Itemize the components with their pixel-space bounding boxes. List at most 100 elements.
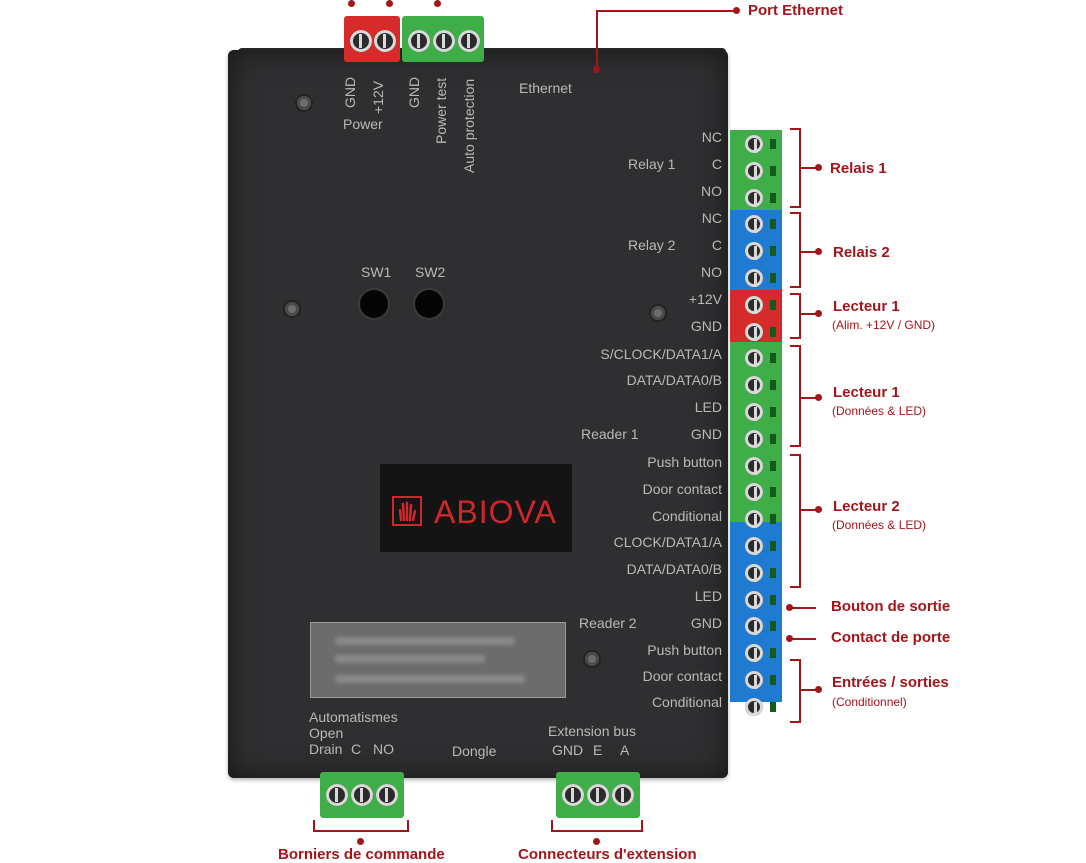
command-terminal-block <box>320 772 404 818</box>
sw1-button[interactable] <box>360 290 388 318</box>
terminal-screw-icon <box>745 188 763 207</box>
terminal-screw-icon <box>745 161 763 180</box>
callout-dot <box>786 635 793 642</box>
terminal-screw-icon <box>745 483 763 502</box>
terminal-screw-icon <box>745 510 763 529</box>
silk-c: C <box>351 741 362 757</box>
mounting-screw-icon <box>285 302 299 316</box>
terminal-tab <box>770 514 776 525</box>
terminal-screw-icon <box>745 671 763 689</box>
callout-dot <box>815 248 822 255</box>
screw-icon <box>408 30 430 52</box>
terminal-screw-icon <box>745 563 763 582</box>
silk-ethernet: Ethernet <box>519 80 572 96</box>
annotation-relais2: Relais 2 <box>833 244 890 261</box>
mounting-screw-icon <box>585 652 599 666</box>
terminal-tab <box>770 648 776 659</box>
pin-label: Door contact <box>642 481 722 497</box>
callout-dot <box>733 7 740 14</box>
pin-label: Push button <box>647 454 722 470</box>
pin-label: Conditional <box>651 508 722 524</box>
pin-label: LED <box>694 399 722 415</box>
screw-icon <box>376 784 398 806</box>
sw2-button[interactable] <box>415 290 443 318</box>
pin-label: C <box>711 237 722 253</box>
screw-icon <box>562 784 584 806</box>
terminal-tab <box>770 621 776 632</box>
terminal-tab <box>770 139 776 149</box>
terminal-screw-icon <box>745 135 763 153</box>
screw-icon <box>326 784 348 806</box>
mounting-screw-icon <box>297 96 311 110</box>
callout-line <box>596 10 736 12</box>
hand-logo-icon <box>392 496 422 526</box>
mounting-screw-icon <box>651 306 665 320</box>
pin-label: NC <box>701 129 722 145</box>
reader2-data-terminal-block <box>730 522 782 598</box>
callout-dot <box>593 66 600 73</box>
callout-dot <box>815 310 822 317</box>
silk-power-12v: +12V <box>370 80 386 114</box>
terminal-tab <box>770 380 776 391</box>
brand-logo: ABIOVA <box>434 494 557 530</box>
screw-icon <box>351 784 373 806</box>
silk-dongle: Dongle <box>452 743 497 759</box>
silk-relay2: Relay 2 <box>628 237 676 253</box>
pin-label: Door contact <box>642 668 722 684</box>
screw-icon <box>587 784 609 806</box>
callout-dot <box>357 838 364 845</box>
silk-sw2: SW2 <box>415 264 446 280</box>
power-test-terminal-block <box>402 16 484 62</box>
annotation-port-ethernet: Port Ethernet <box>748 2 844 19</box>
annotation-lecteur1-alim: Lecteur 1 <box>833 298 900 315</box>
terminal-tab <box>770 594 776 605</box>
silk-power-gnd: GND <box>342 76 358 108</box>
pin-label: S/CLOCK/DATA1/A <box>600 346 722 362</box>
terminal-tab <box>770 487 776 498</box>
silk-relay1: Relay 1 <box>628 156 676 172</box>
pin-label: GND <box>690 318 722 334</box>
extension-terminal-block <box>556 772 640 818</box>
label-sticker <box>310 622 566 698</box>
annotation-entrees-sorties: Entrées / sorties <box>832 674 949 691</box>
annotation-bouton-sortie: Bouton de sortie <box>831 598 951 615</box>
annotation-borniers: Borniers de commande <box>278 846 445 863</box>
marker-dot <box>348 0 355 7</box>
terminal-tab <box>770 675 776 685</box>
annotation-connecteurs: Connecteurs d'extension <box>518 846 697 863</box>
screw-icon <box>433 30 455 52</box>
silk-extension-bus: Extension bus <box>548 723 636 739</box>
silk-open: Open <box>309 725 344 741</box>
terminal-screw-icon <box>745 349 763 368</box>
terminal-screw-icon <box>745 322 763 341</box>
screw-icon <box>458 30 480 52</box>
pin-label: NO <box>701 183 722 199</box>
annotation-lecteur2: Lecteur 2 <box>833 498 900 515</box>
terminal-tab <box>770 165 776 176</box>
pin-label: LED <box>694 588 722 604</box>
terminal-screw-icon <box>745 242 763 261</box>
annotation-lecteur1-data: Lecteur 1 <box>833 384 900 401</box>
terminal-screw-icon <box>745 537 763 555</box>
pin-label: NO <box>701 264 722 280</box>
pin-label: Conditional <box>651 694 722 710</box>
pin-label: C <box>711 156 722 172</box>
silk-ext-e: E <box>593 742 603 758</box>
terminal-screw-icon <box>745 697 763 716</box>
annotation-lecteur1-data-sub: (Données & LED) <box>832 404 927 418</box>
terminal-tab <box>770 273 776 283</box>
terminal-screw-icon <box>745 644 763 663</box>
silk-automatismes: Automatismes <box>309 709 398 725</box>
callout-dot <box>815 394 822 401</box>
silk-drain: Drain <box>309 741 343 757</box>
terminal-screw-icon <box>745 617 763 636</box>
terminal-tab <box>770 299 776 310</box>
terminal-tab <box>770 326 776 337</box>
marker-dot <box>434 0 441 7</box>
marker-dot <box>386 0 393 7</box>
terminal-tab <box>770 541 776 551</box>
callout-dot <box>815 506 822 513</box>
silk-sw1: SW1 <box>361 264 392 280</box>
silk-ext-gnd: GND <box>552 742 584 758</box>
silk-reader2: Reader 2 <box>579 615 637 631</box>
